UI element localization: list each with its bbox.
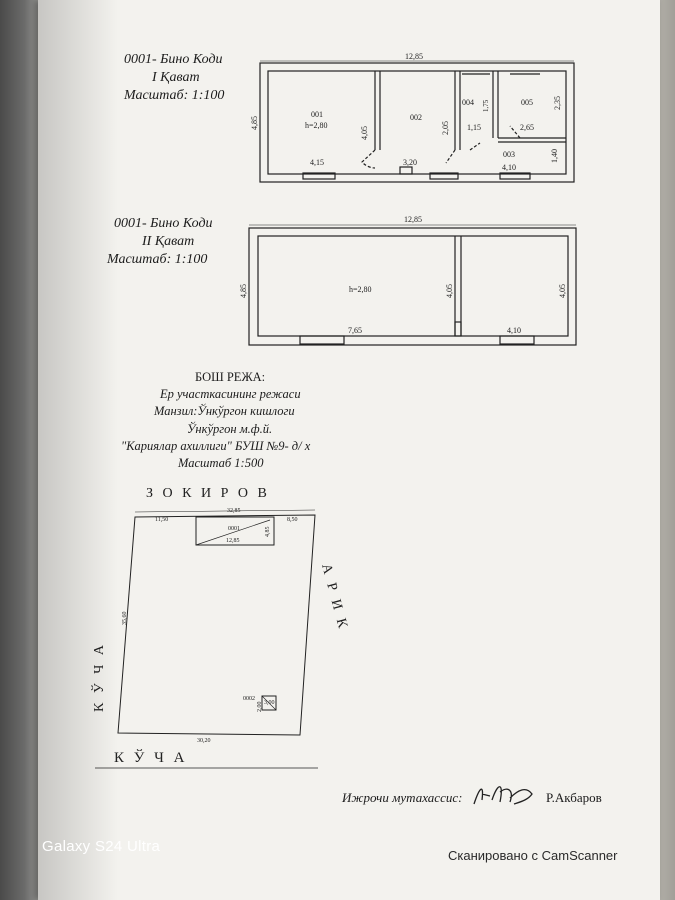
floor1-room-001: 001: [311, 110, 323, 119]
page-shadow: [38, 0, 118, 900]
floor1-title-scale: Масштаб: 1:100: [124, 88, 225, 103]
floor1-dim-265: 2,65: [520, 123, 534, 132]
floor2-dim-765: 7,65: [348, 326, 362, 335]
floor1-room-002: 002: [410, 113, 422, 122]
floor1-total-width: 12,85: [405, 52, 423, 61]
plot-right-seg: 8,50: [287, 517, 298, 523]
floor2-dim-405a: 4,05: [445, 284, 454, 298]
plot-bottom-dim: 30,20: [197, 738, 211, 744]
site-mfy: Ўнкўргон м.ф.й.: [187, 422, 273, 436]
floor2-total-width: 12,85: [404, 215, 422, 224]
street-zokirov: З О К И Р О В: [146, 486, 270, 501]
floor1-title-code: 0001- Бино Коди: [124, 52, 223, 67]
floor2-height: h=2,80: [349, 285, 372, 294]
floor1-dim-415: 4,15: [310, 158, 324, 167]
signature-name: Р.Акбаров: [546, 790, 602, 805]
floor2-title-floor: II Қават: [142, 234, 195, 249]
signature-label: Ижрочи мутахассис:: [342, 790, 463, 805]
building-label: 0001: [228, 526, 240, 532]
floor1-title-floor: I Қават: [152, 70, 200, 85]
floor1-dim-485: 4,85: [250, 116, 259, 130]
site-title: БОШ РЕЖА:: [195, 370, 266, 384]
floor2-dim-410: 4,10: [507, 326, 521, 335]
floor1-dim-320: 3,20: [403, 158, 417, 167]
building-width: 12,85: [226, 538, 240, 544]
plot-top-dim: 32,85: [227, 508, 241, 514]
floor1-dim-410: 4,10: [502, 163, 516, 172]
document-page: [38, 0, 660, 900]
floor1-dim-205: 2,05: [441, 121, 450, 135]
floor1-room-003: 003: [503, 150, 515, 159]
floor2-title-scale: Масштаб: 1:100: [107, 252, 208, 267]
site-line-2: Ер участкасининг режаси: [160, 387, 301, 401]
floor1-room-001-height: h=2,80: [305, 121, 328, 130]
device-watermark: Galaxy S24 Ultra: [42, 838, 161, 855]
scanner-watermark: Сканировано с CamScanner: [448, 848, 618, 863]
floor2-dim-405b: 4,05: [558, 284, 567, 298]
floor2-dim-485: 4,85: [239, 284, 248, 298]
site-address: Манзил:Ўнкўргон кишлоги: [154, 404, 295, 418]
floor1-room-004: 004: [462, 98, 474, 107]
site-farm: "Кариялар ахиллиги" БУШ №9- д/ х: [121, 439, 311, 453]
street-bottom: К Ў Ч А: [114, 749, 187, 766]
site-scale: Масштаб 1:500: [178, 456, 264, 470]
floor1-room-005: 005: [521, 98, 533, 107]
building-height: 4,85: [265, 527, 271, 538]
floor1-dim-405: 4,05: [360, 126, 369, 140]
plot-left-seg: 11,50: [155, 517, 168, 523]
small-building-label: 0002: [243, 696, 255, 702]
small-building-height: 2,00: [257, 702, 263, 713]
small-building-width: 3,00: [264, 700, 275, 706]
floor1-dim-235: 2,35: [553, 96, 562, 110]
floor1-dim-175: 1,75: [482, 99, 490, 112]
street-right: А Р И К: [318, 562, 350, 632]
plot-left-dim: 35,60: [122, 612, 128, 626]
street-left: К Ў Ч А: [90, 642, 107, 712]
floor2-title-code: 0001- Бино Коди: [114, 216, 213, 231]
floor1-dim-140: 1,40: [550, 149, 559, 163]
floor1-dim-115: 1,15: [467, 123, 481, 132]
signature-mark: [473, 786, 533, 805]
